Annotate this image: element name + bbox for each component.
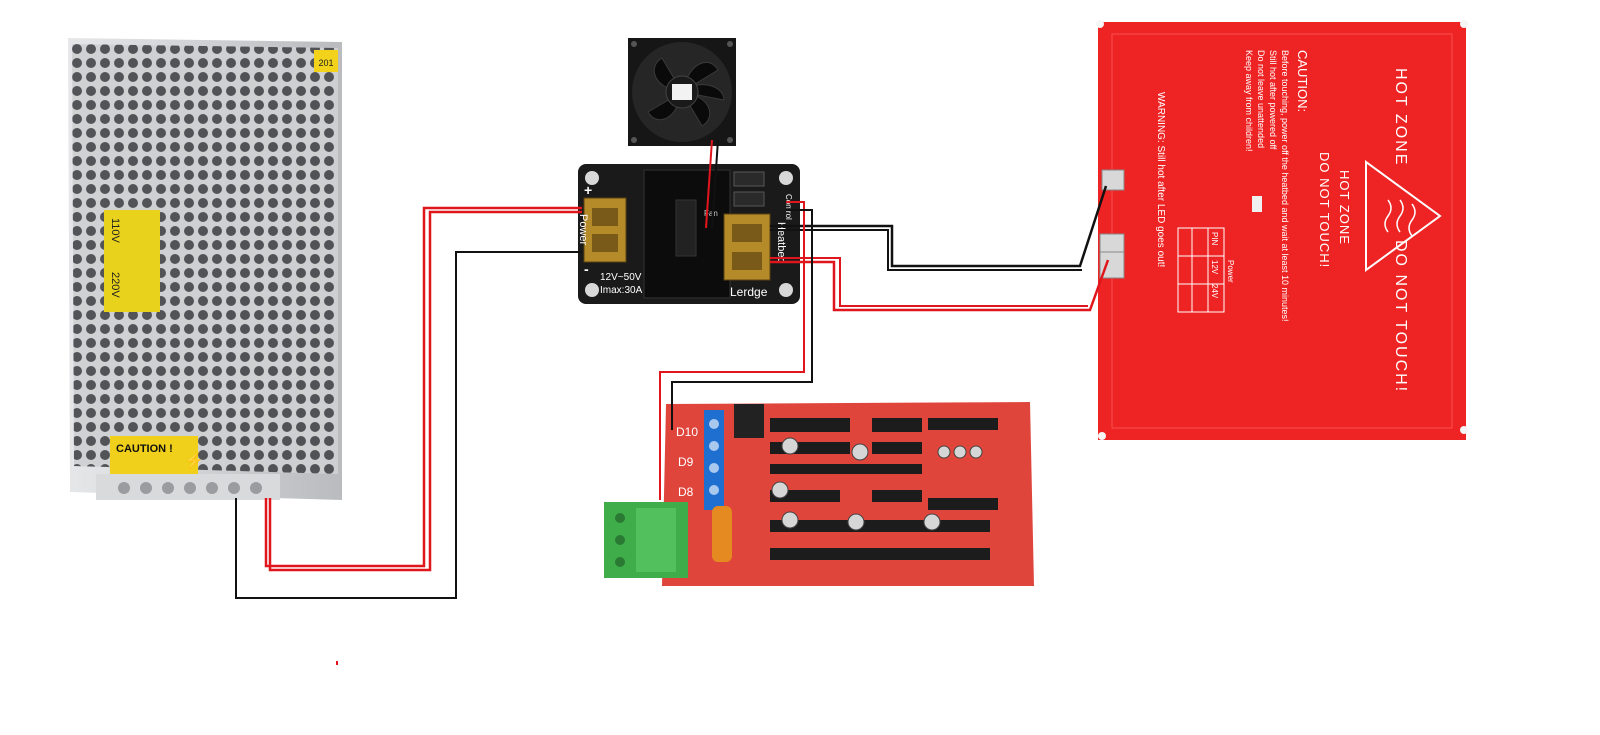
power-supply: 201 110V 220V CAUTION ! ⚡ — [68, 38, 342, 500]
ramps-capacitors — [771, 437, 983, 531]
cooling-fan — [628, 38, 736, 146]
wire-heatbed-1b — [770, 229, 1082, 271]
heatbed-hot-zone-small: HOT ZONE — [1337, 170, 1352, 245]
stray-red-mark — [336, 661, 338, 665]
voltage-selector-label — [104, 210, 160, 312]
wire-psu-negative — [235, 251, 582, 599]
ramps-d9-label: D9 — [678, 455, 694, 469]
wire-control-signal — [659, 201, 805, 500]
mosfet-rating-label: 12V~50V — [600, 272, 642, 283]
heatbed-hot-zone-big: HOT ZONE — [1392, 68, 1409, 166]
heatbed-power-label: Power — [1226, 260, 1235, 283]
heatsink — [643, 169, 731, 299]
mosfet-heatbed-label: Heatbed — [775, 222, 787, 264]
caution-title: CAUTION ! — [116, 443, 173, 455]
heatbed-pin-label: PIN — [1210, 232, 1219, 246]
wire-control-ground — [671, 209, 813, 430]
heatbed-do-not-touch-small: DO NOT TOUCH! — [1317, 152, 1332, 268]
heatbed-caution: CAUTION: — [1295, 50, 1310, 112]
mosfet-module: + - Power Heatbed Control Fan 12V~50V Im… — [577, 164, 800, 304]
ramps-d8-label: D8 — [678, 485, 694, 499]
heatbed-terminal-block — [723, 213, 771, 281]
psu-label-top: 201 — [318, 58, 333, 68]
heatbed-24v-label: 24V — [1210, 284, 1219, 299]
mosfet-brand-label: Lerdge — [730, 285, 768, 299]
heatbed-pin-table — [1177, 227, 1225, 313]
heatbed-caution-line2: Still hot after powered off — [1268, 50, 1278, 150]
ramps-d10-label: D10 — [676, 425, 698, 439]
heatbed-12v-label: 12V — [1210, 260, 1219, 275]
heatbed: HOT ZONE DO NOT TOUCH! HOT ZONE DO NOT T… — [1096, 20, 1468, 440]
ramps-board: D10 D9 D8 — [604, 402, 1034, 586]
wire-heatbed-1 — [770, 185, 1108, 268]
mosfet-fan-label: Fan — [704, 209, 718, 218]
voltage-220-label: 220V — [109, 272, 121, 298]
ramps-regulator — [734, 404, 764, 438]
ramps-power-terminal — [704, 410, 724, 510]
voltage-110-label: 110V — [109, 218, 121, 244]
mosfet-control-label: Control — [784, 194, 793, 220]
psu-terminals — [118, 482, 262, 494]
fan-wire-black — [711, 139, 719, 229]
heatbed-warning: WARNING: Still hot after LED goes out! — [1155, 92, 1166, 267]
mosfet-imax-label: Imax:30A — [600, 285, 643, 296]
mosfet-minus-label: - — [584, 261, 589, 277]
heatbed-caution-line4: Keep away from children! — [1244, 50, 1254, 152]
heatbed-caution-line3: Do not leave unattended — [1256, 50, 1266, 148]
high-voltage-icon: ⚡ — [184, 451, 204, 470]
wire-psu-positive — [264, 206, 582, 568]
fan-wire-red — [705, 139, 713, 229]
mosfet-plus-label: + — [584, 182, 592, 198]
wire-psu-positive-2 — [268, 210, 582, 572]
wire-heatbed-2 — [770, 259, 1110, 312]
ramps-input-connector — [604, 502, 688, 578]
mosfet-power-label: Power — [577, 214, 589, 246]
heatbed-caution-line1: Before touching, power off the heatbed a… — [1280, 50, 1290, 322]
heat-warning-icon — [1365, 160, 1442, 272]
heatbed-do-not-touch-big: DO NOT TOUCH! — [1392, 240, 1409, 393]
power-terminal-block — [583, 197, 627, 263]
caution-label — [110, 436, 198, 474]
